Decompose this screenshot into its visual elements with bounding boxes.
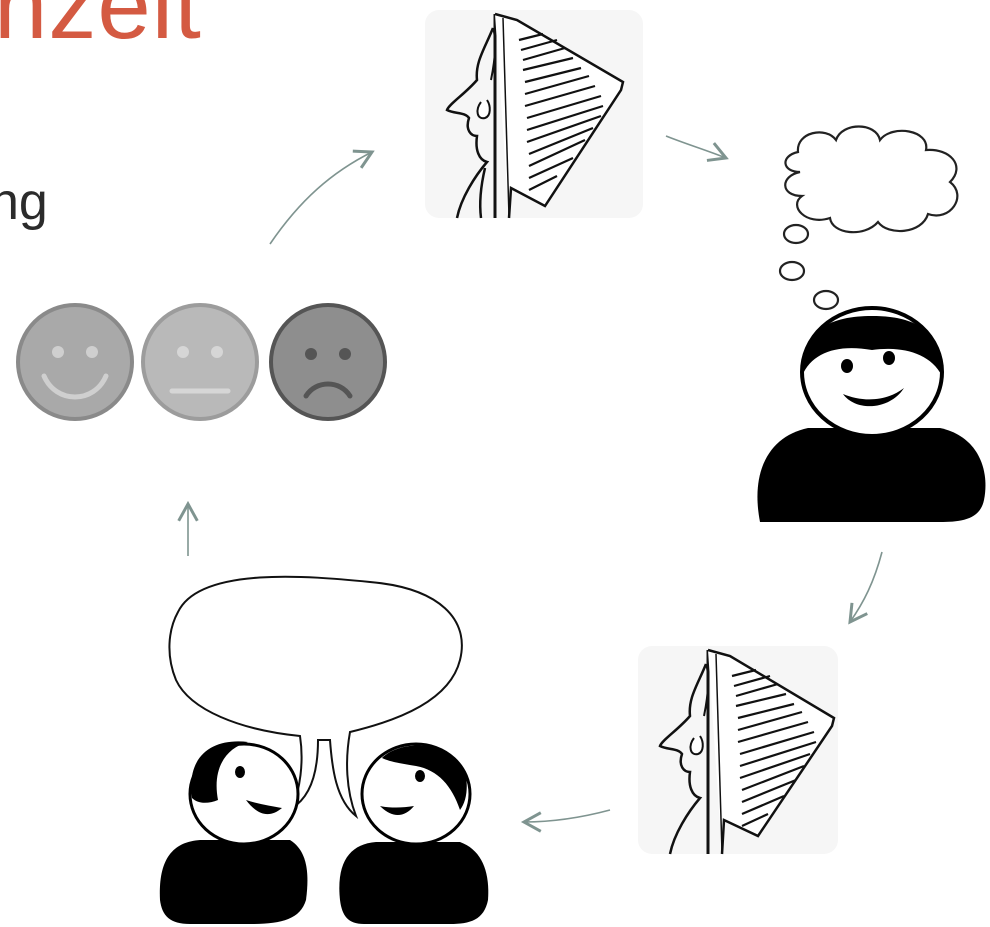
reading-person-icon-bottom [638,646,838,854]
arrow-reading-to-talking [524,810,610,822]
reading-person-icon-top [425,10,643,218]
rating-faces [18,305,385,419]
thinking-person-icon [757,127,985,523]
arrow-thinking-to-reading [850,552,882,622]
arrow-faces-to-reading [270,152,372,244]
neutral-face-icon [143,305,257,419]
arrow-reading-to-thinking [666,136,726,158]
sad-face-icon [271,305,385,419]
two-people-talking-icon [160,577,488,924]
happy-face-icon [18,305,132,419]
